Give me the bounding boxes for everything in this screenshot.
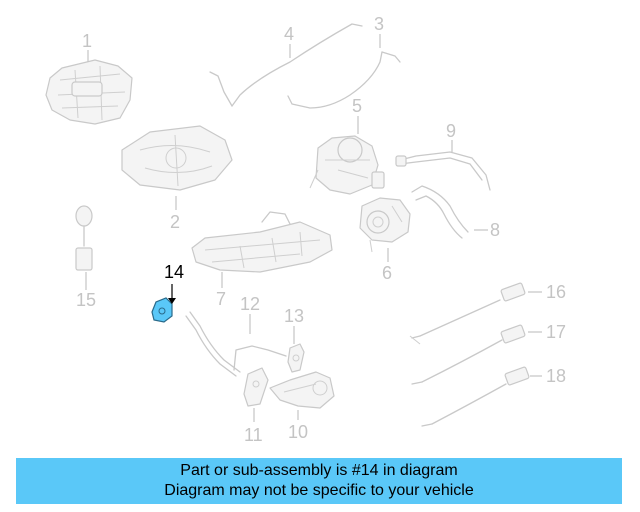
part-6: [359, 197, 411, 253]
callout-12: 12: [240, 294, 260, 314]
part-2: [121, 125, 233, 191]
part-14-highlighted[interactable]: [151, 297, 173, 323]
callout-7: 7: [216, 289, 226, 309]
part-4: [209, 23, 363, 107]
callout-6: 6: [382, 263, 392, 283]
callout-18: 18: [546, 366, 566, 386]
part-15: [75, 205, 93, 271]
part-9: [395, 151, 491, 191]
info-banner: Part or sub-assembly is #14 in diagram D…: [16, 458, 622, 504]
parts-diagram: 1 2 3 4 5 6 7 8 9 10 11 12 13 14 15 16 1…: [45, 14, 566, 445]
callout-8: 8: [490, 220, 500, 240]
part-11: [243, 367, 269, 407]
part-12: [185, 311, 287, 377]
callout-13: 13: [284, 306, 304, 326]
part-16: [409, 282, 526, 345]
part-18: [421, 366, 530, 427]
part-7: [191, 211, 333, 273]
callout-2: 2: [170, 212, 180, 232]
part-13: [287, 343, 305, 373]
leader-14-arrow: [168, 298, 176, 304]
callout-10: 10: [288, 422, 308, 442]
callout-1: 1: [82, 31, 92, 51]
banner-line-part: Part or sub-assembly is #14 in diagram: [180, 462, 458, 479]
callout-11: 11: [244, 425, 263, 445]
callout-4: 4: [284, 24, 294, 44]
callout-16: 16: [546, 282, 566, 302]
part-10: [269, 371, 335, 409]
banner-line-disclaimer: Diagram may not be specific to your vehi…: [164, 482, 474, 499]
callout-3: 3: [374, 14, 384, 34]
part-8: [411, 185, 469, 239]
part-1: [45, 59, 133, 125]
callout-17: 17: [546, 322, 566, 342]
part-5: [309, 135, 385, 195]
part-17: [411, 324, 526, 385]
callout-5: 5: [352, 96, 362, 116]
callout-14[interactable]: 14: [164, 262, 184, 282]
callout-9: 9: [446, 121, 456, 141]
callout-15: 15: [76, 290, 96, 310]
part-3: [287, 51, 401, 109]
